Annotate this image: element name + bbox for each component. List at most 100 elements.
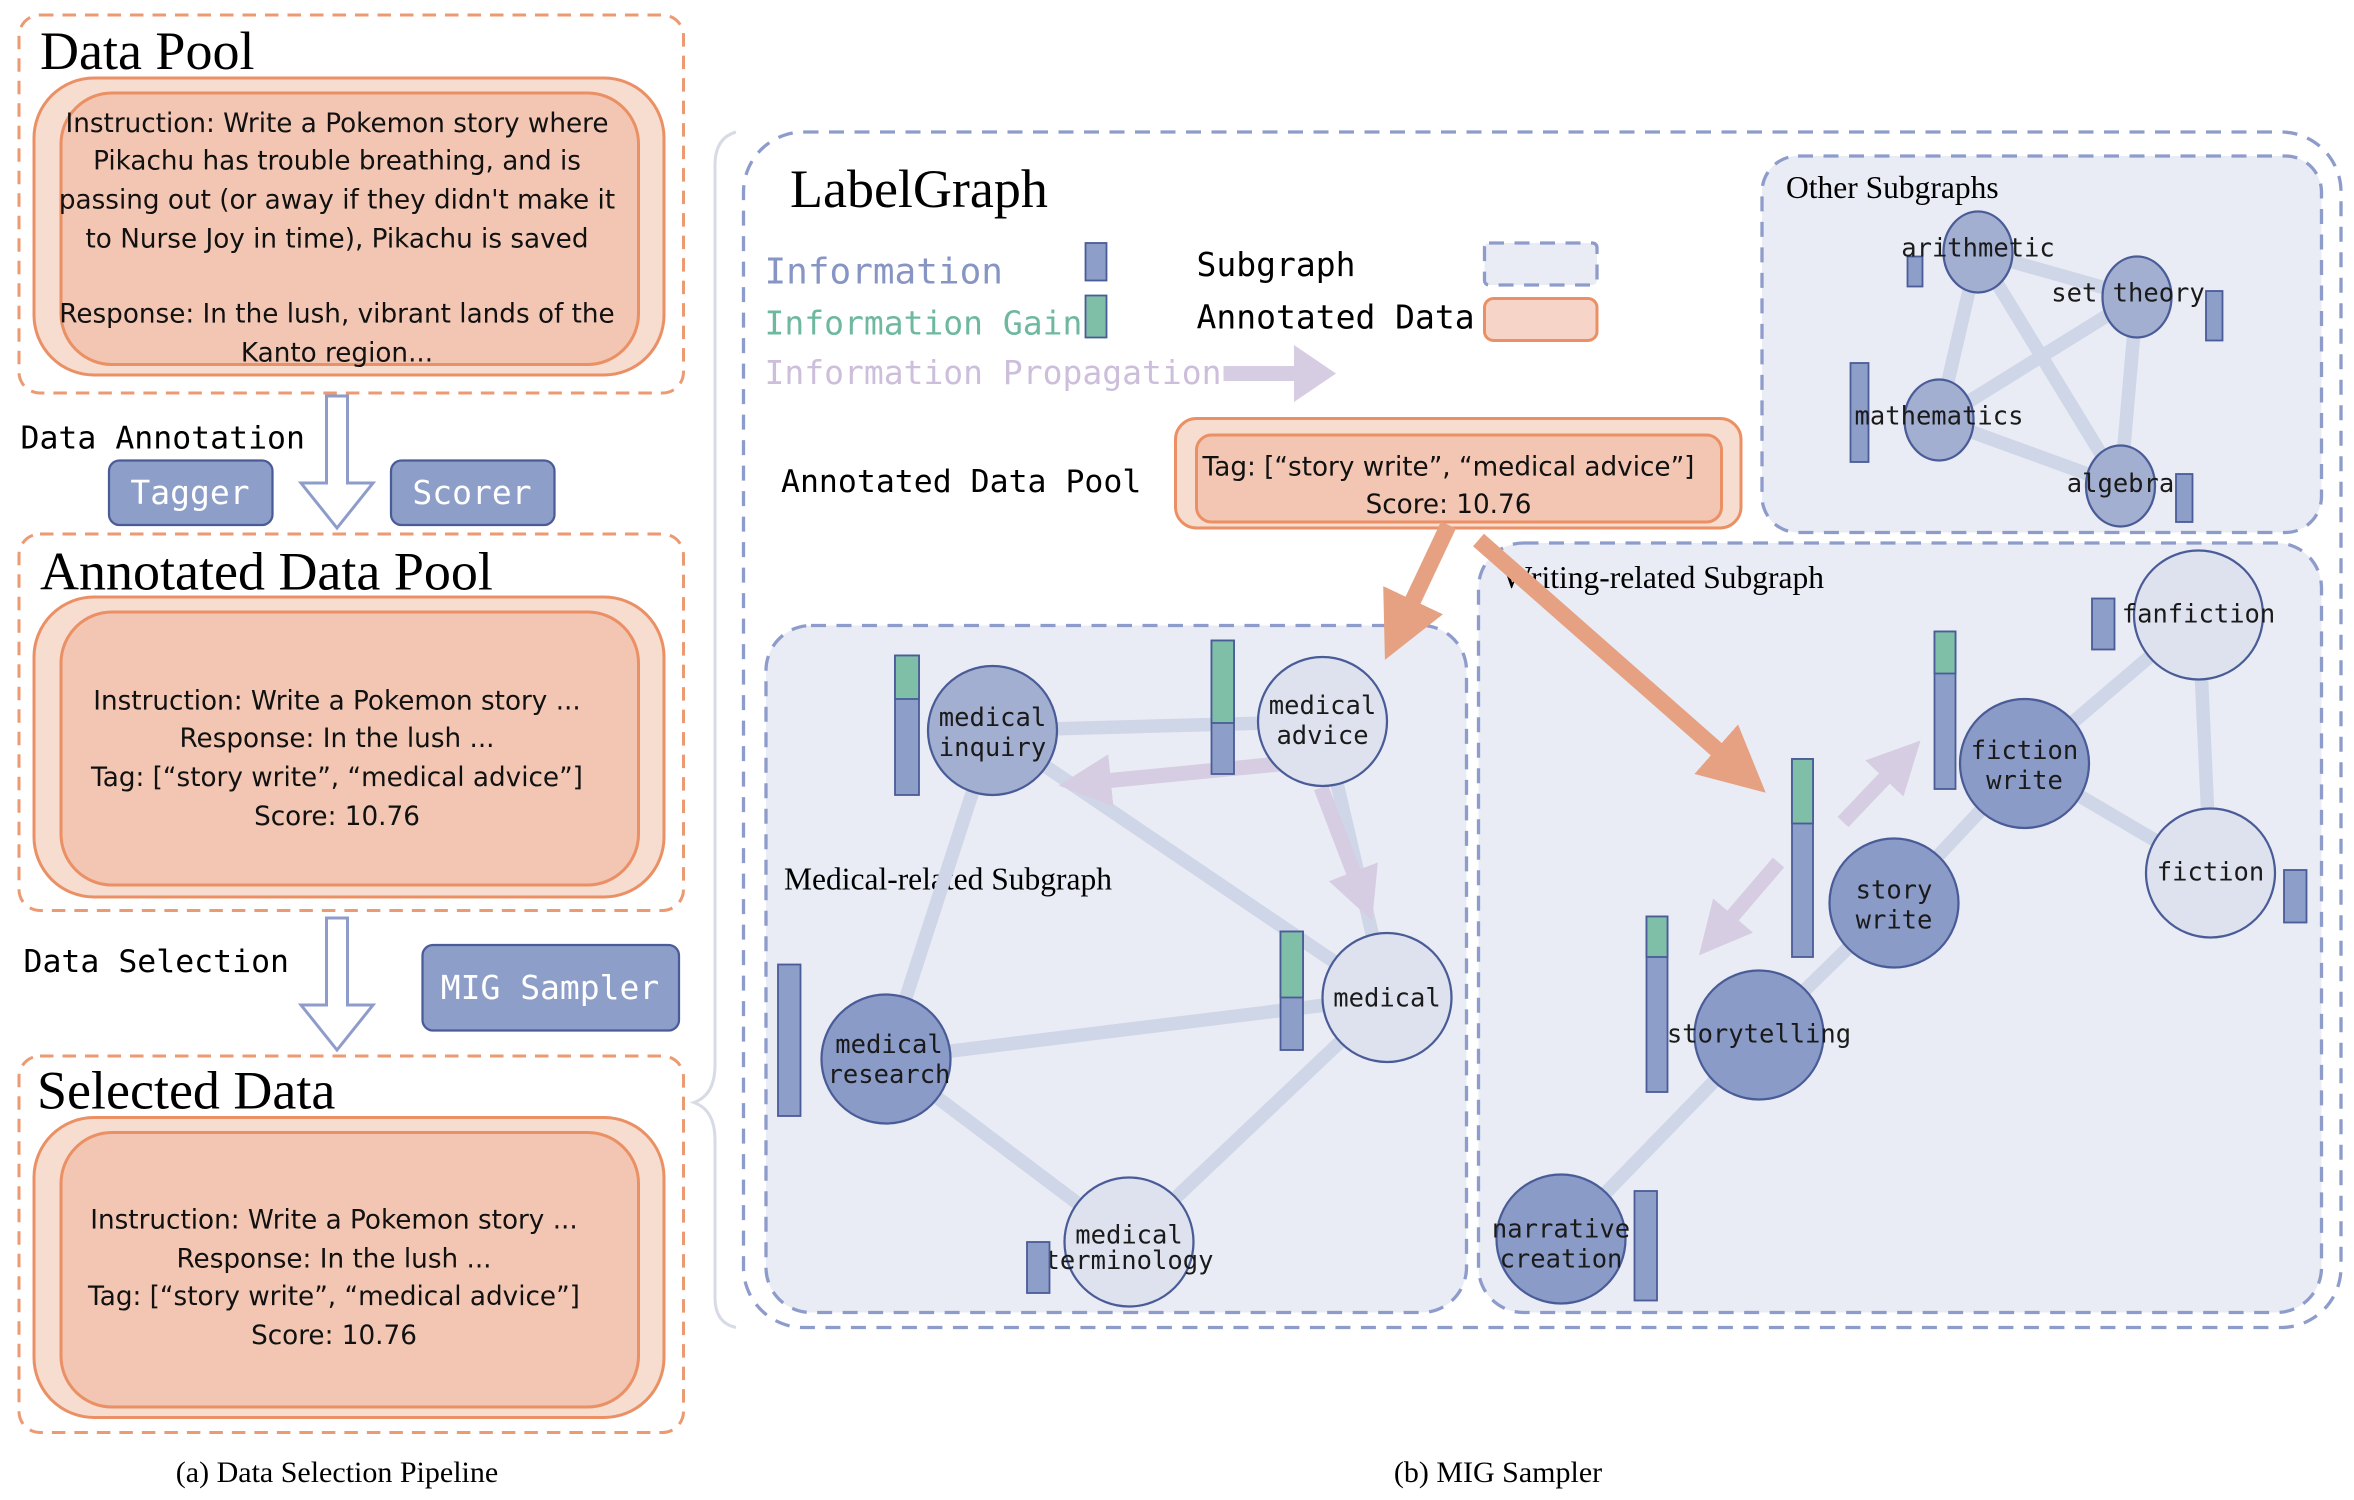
propagation-arrow-icon [1223, 345, 1336, 402]
legend-annotated-data: Annotated Data [1197, 298, 1475, 337]
pool-card[interactable]: Tag: [“story write”, “medical advice”] S… [1174, 417, 1743, 530]
node-arithmetic[interactable]: arithmetic [1901, 210, 2055, 294]
pool-card-score: Score: 10.76 [1366, 490, 1532, 520]
svg-text:algebra: algebra [2067, 469, 2174, 499]
data-annotation-label: Data Annotation [21, 421, 305, 457]
information-bar [2175, 473, 2194, 523]
data-pool-title: Data Pool [40, 21, 254, 81]
labelgraph-title: LabelGraph [790, 159, 1048, 219]
score-line: Score: 10.76 [254, 802, 420, 832]
annotated-pool-label: Annotated Data Pool [781, 464, 1141, 500]
score-line: Score: 10.76 [251, 1321, 417, 1351]
information-gain-bar [1933, 630, 1957, 675]
annotated-data-swatch [1483, 297, 1599, 342]
instruction-line: Pikachu has trouble breathing, and is [93, 147, 581, 177]
information-gain-bar [1791, 758, 1814, 825]
svg-text:mathematics: mathematics [1855, 402, 2024, 432]
down-arrow-icon [297, 916, 377, 1053]
node-storytelling[interactable]: storytelling [1667, 969, 1851, 1101]
node-fiction[interactable]: fiction [2144, 807, 2277, 939]
instruction-line: to Nurse Joy in time), Pikachu is saved [86, 225, 589, 255]
scorer-label: Scorer [412, 473, 531, 512]
information-swatch [1084, 242, 1108, 282]
response-line: Response: In the lush, vibrant lands of … [59, 300, 614, 330]
scorer-button[interactable]: Scorer [389, 459, 556, 527]
data-card[interactable] [59, 91, 640, 366]
svg-text:fiction: fiction [2157, 858, 2264, 888]
node-algebra[interactable]: algebra [2067, 444, 2174, 528]
selected-data-title: Selected Data [37, 1061, 335, 1121]
information-gain-bar [1645, 915, 1669, 958]
selection-step: Data Selection MIG Sampler [24, 916, 681, 1053]
information-bar [1906, 255, 1924, 288]
information-gain-bar [1279, 930, 1304, 999]
node-fanfiction[interactable]: fanfiction [2122, 549, 2276, 681]
svg-text:storytelling: storytelling [1667, 1020, 1851, 1050]
tag-line: Tag: [“story write”, “medical advice”] [87, 1282, 580, 1312]
information-bar [2283, 869, 2308, 924]
propagation-arrow [1058, 754, 1301, 807]
information-bar [777, 963, 802, 1117]
node-set-theory[interactable]: set theory [2051, 255, 2205, 339]
propagation-arrow [1837, 740, 1921, 828]
tagger-button[interactable]: Tagger [107, 459, 274, 527]
svg-text:set theory: set theory [2051, 279, 2205, 309]
annotation-step: Data Annotation Tagger Scorer [21, 394, 556, 531]
selection-arrow-medical [1383, 521, 1456, 660]
legend-information: Information [765, 252, 1003, 293]
information-gain-bar [894, 654, 920, 700]
down-arrow-icon [297, 394, 377, 531]
selected-card[interactable] [59, 1131, 640, 1409]
data-pool-section: Data Pool Instruction: Write a Pokemon s… [17, 13, 685, 395]
subgraph-swatch [1482, 241, 1599, 287]
other-subgraphs: Other Subgraphs arithmetic set theory ma… [1760, 154, 2324, 535]
mig-sampler-label: MIG Sampler [441, 968, 660, 1007]
other-subgraphs-title: Other Subgraphs [1786, 170, 1999, 205]
response-line: Kanto region... [241, 339, 433, 369]
pool-card-tag: Tag: [“story write”, “medical advice”] [1202, 453, 1695, 483]
svg-text:fanfiction: fanfiction [2122, 600, 2276, 630]
node-medical[interactable]: medical [1321, 931, 1453, 1064]
information-bar [1026, 1241, 1051, 1294]
caption-a: (a) Data Selection Pipeline [176, 1456, 498, 1489]
propagation-arrow [1313, 784, 1378, 921]
brace [689, 130, 737, 1329]
data-selection-label: Data Selection [24, 944, 290, 980]
tagger-label: Tagger [130, 473, 249, 512]
svg-text:medical: medical [1333, 984, 1440, 1014]
legend-information-propagation: Information Propagation [765, 353, 1222, 392]
labelgraph-panel [741, 130, 2343, 1330]
node-mathematics[interactable]: mathematics [1855, 378, 2024, 462]
annotated-card[interactable] [59, 610, 640, 887]
caption-b: (b) MIG Sampler [1394, 1456, 1602, 1489]
propagation-arrow [1698, 857, 1785, 956]
instruction-line: Instruction: Write a Pokemon story ... [90, 1206, 577, 1236]
information-gain-bar [1210, 639, 1235, 724]
instruction-line: passing out (or away if they didn't make… [59, 186, 615, 216]
instruction-line: Instruction: Write a Pokemon story where [65, 109, 608, 139]
svg-text:arithmetic: arithmetic [1901, 234, 2055, 264]
legend-subgraph: Subgraph [1197, 245, 1356, 284]
legend-information-gain: Information Gain [765, 304, 1083, 343]
annotated-pool-title: Annotated Data Pool [40, 542, 493, 602]
information-bar [1849, 362, 1870, 463]
tag-line: Tag: [“story write”, “medical advice”] [90, 763, 583, 793]
mig-sampler-button[interactable]: MIG Sampler [421, 943, 681, 1032]
information-bar [2091, 597, 2116, 651]
annotated-pool-section: Annotated Data Pool Instruction: Write a… [17, 532, 685, 912]
